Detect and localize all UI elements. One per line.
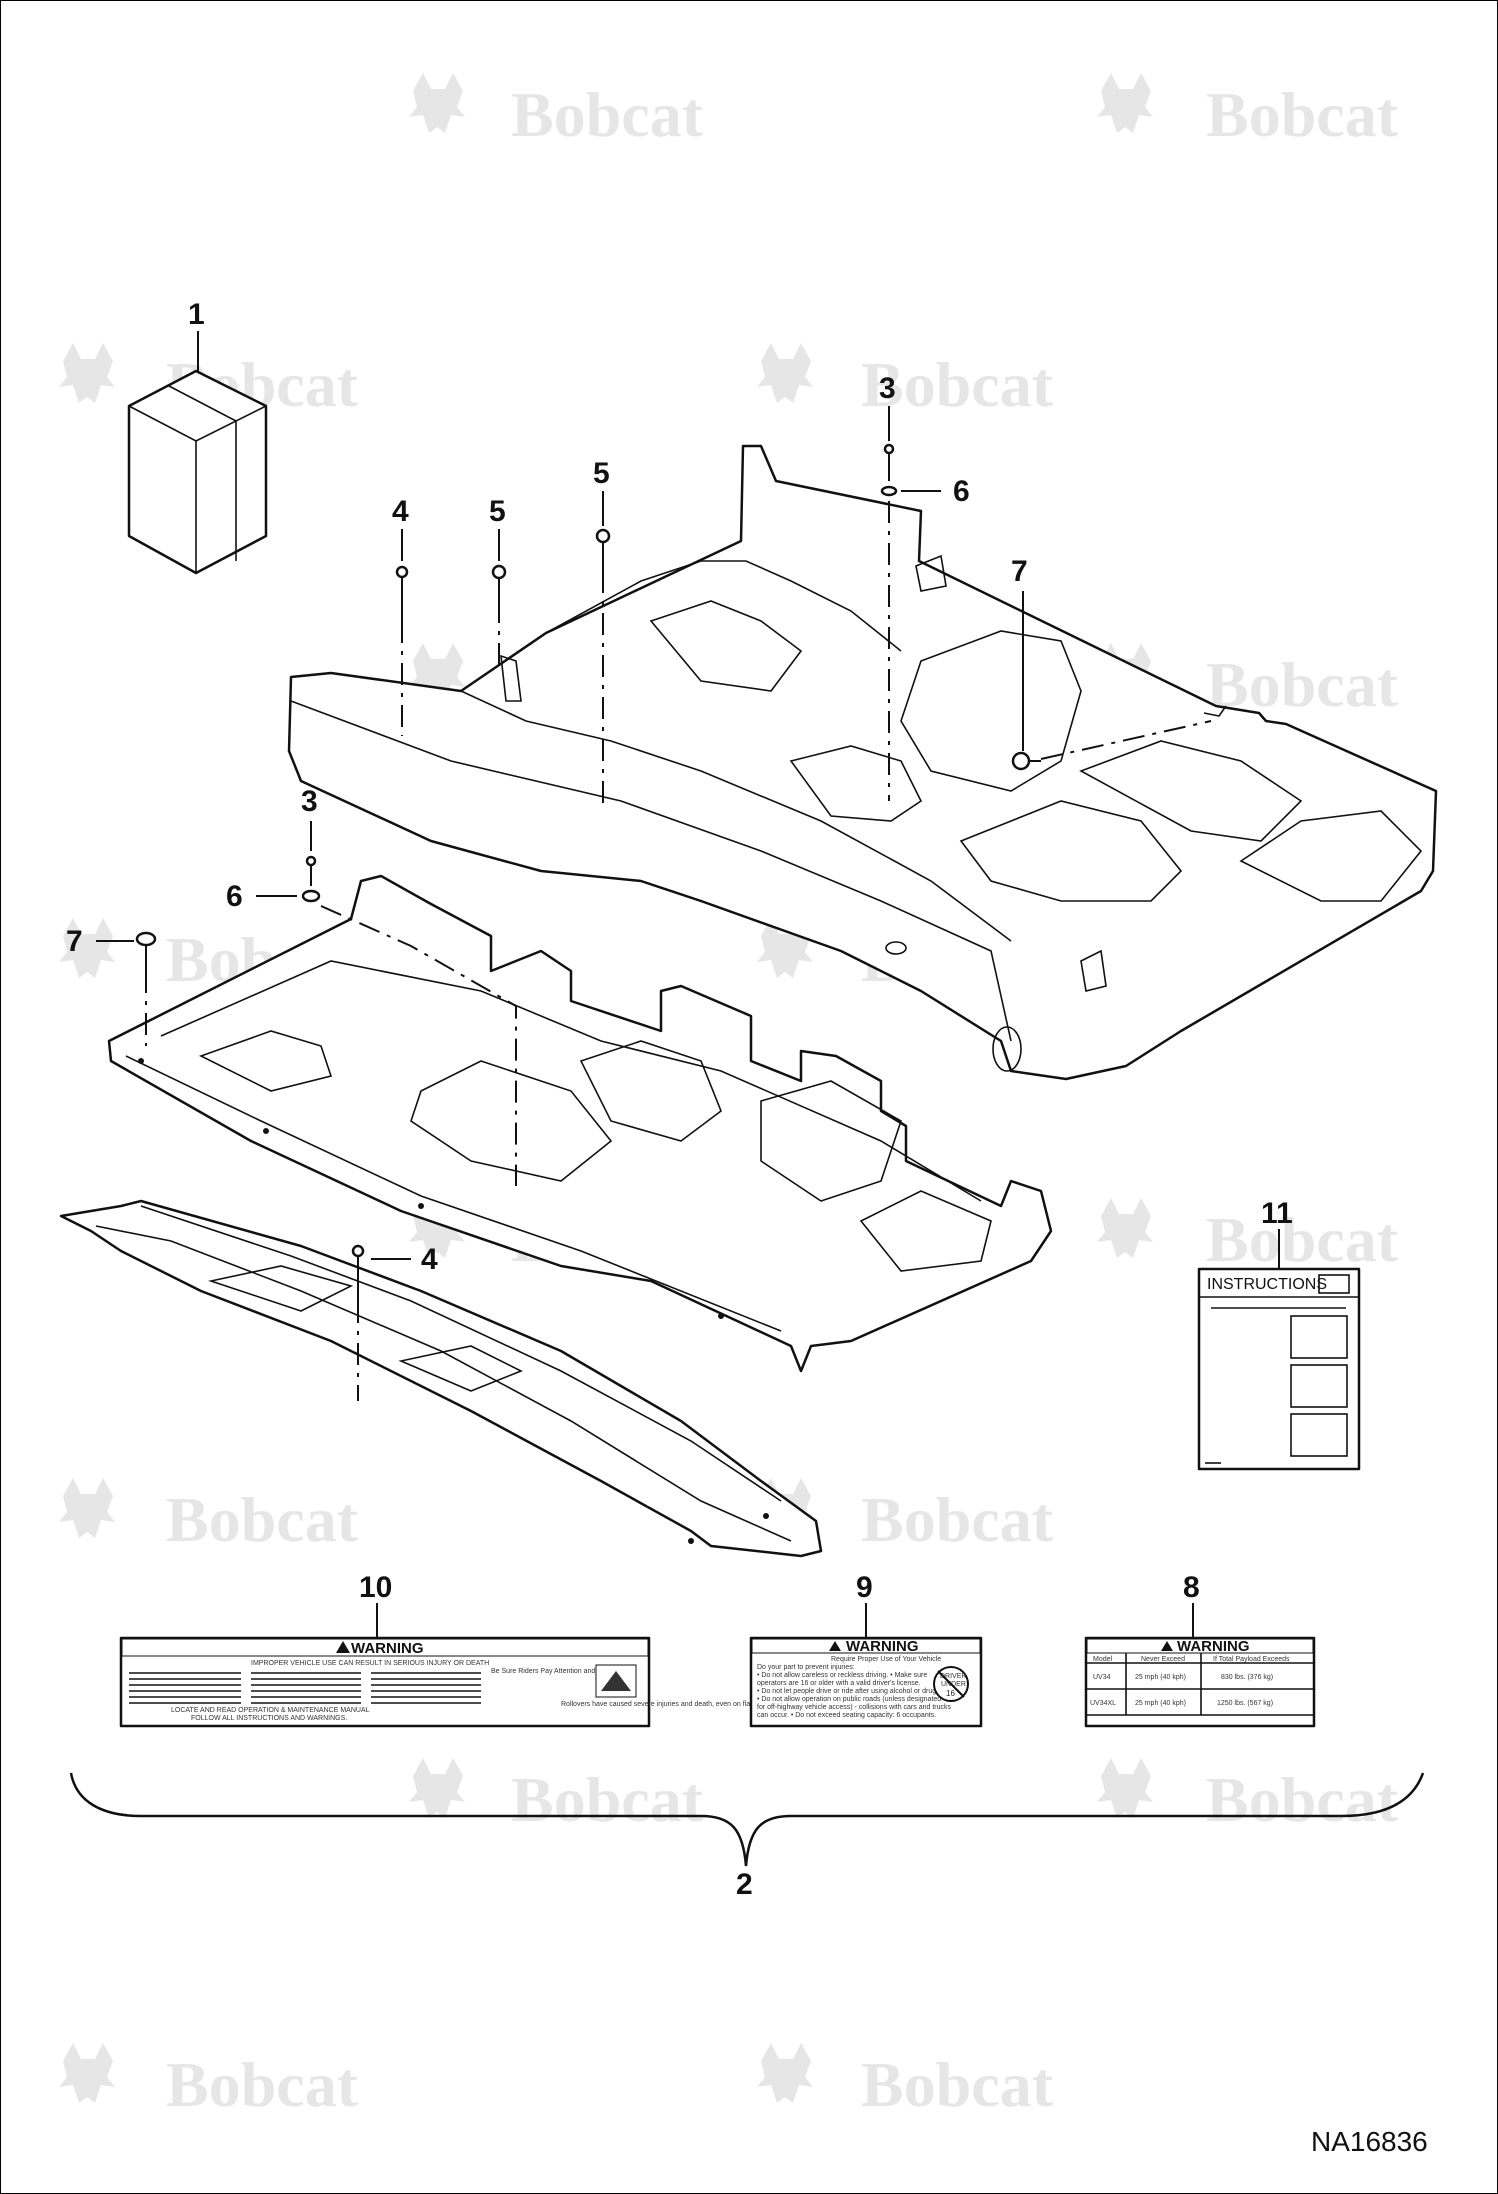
decal8-row2-payload: 1250 lbs. (567 kg) [1217, 1700, 1273, 1707]
fastener-5-right: 5 [593, 457, 611, 806]
decal8-header-speed: Never Exceed [1141, 1656, 1185, 1663]
fastener-4-upper: 4 [392, 495, 409, 736]
decal9-badge3: 16 [946, 1689, 955, 1698]
fastener-4-lower: 4 [351, 1243, 438, 1401]
decal9-line7: for off-highway vehicle access) - collis… [757, 1704, 952, 1711]
decal9-badge1: DRIVER [940, 1673, 966, 1680]
watermark-text: Bobcat [861, 349, 1054, 420]
watermark-text: Bobcat [166, 1484, 359, 1555]
watermark-text: Bobcat [861, 2049, 1054, 2120]
decal10-footer1: LOCATE AND READ OPERATION & MAINTENANCE … [171, 1707, 370, 1714]
callout-4-upper: 4 [392, 495, 409, 528]
callout-6-middle: 6 [226, 880, 243, 913]
decal9-line2: Do your part to prevent injuries: [757, 1664, 855, 1671]
callout-3-upper: 3 [879, 372, 896, 405]
decal10-footer2: FOLLOW ALL INSTRUCTIONS AND WARNINGS. [191, 1715, 347, 1722]
watermark-text: Bobcat [1206, 79, 1399, 150]
fastener-3-upper: 3 6 [879, 372, 970, 801]
decal8-header-model: Model [1093, 1656, 1113, 1663]
instructions-label: INSTRUCTIONS [1207, 1276, 1327, 1293]
front-floor-mat [59, 1199, 823, 1558]
callout-5-left: 5 [489, 495, 506, 528]
kit-brace: 2 [69, 1772, 1425, 1901]
watermark-text: Bobcat [511, 1764, 704, 1835]
watermark-text: Bobcat [511, 79, 704, 150]
callout-2: 2 [736, 1868, 753, 1901]
figure-code: NA16836 [1311, 2126, 1428, 2157]
callout-7-upper: 7 [1011, 555, 1028, 588]
decal8-title: WARNING [1177, 1638, 1250, 1655]
decal10-title: WARNING [351, 1640, 424, 1657]
callout-9: 9 [856, 1571, 873, 1604]
decal9-line4: operators are 16 or older with a valid d… [757, 1680, 921, 1687]
callout-3-middle: 3 [301, 785, 318, 818]
decal9-line3: • Do not allow careless or reckless driv… [757, 1672, 927, 1679]
plug-7-middle: 7 [66, 925, 157, 1046]
decal8-row2-model: UV34XL [1090, 1700, 1116, 1707]
fastener-5-left: 5 [489, 495, 507, 671]
decal9-line8: can occur. • Do not exceed seating capac… [757, 1712, 936, 1719]
watermark-text: Bobcat [861, 1484, 1054, 1555]
callout-10: 10 [359, 1571, 392, 1604]
decal9-badge2: UNDER [941, 1681, 966, 1688]
callout-11: 11 [1261, 1197, 1293, 1230]
decal9-line5: • Do not let people drive or ride after … [757, 1688, 942, 1695]
callout-8: 8 [1183, 1571, 1200, 1604]
decal10-subtitle: IMPROPER VEHICLE USE CAN RESULT IN SERIO… [251, 1660, 489, 1667]
callout-6-upper: 6 [953, 475, 970, 508]
plug-7-upper: 7 [1011, 555, 1212, 771]
fastener-3-middle: 3 6 [226, 785, 517, 1186]
center-floor-mat [107, 874, 1053, 1373]
watermark-text: Bobcat [1206, 1764, 1399, 1835]
decal9-line6: • Do not allow operation on public roads… [757, 1696, 941, 1703]
decal9-line1: Require Proper Use of Your Vehicle [831, 1656, 941, 1663]
callout-5-right: 5 [593, 457, 610, 490]
decal8-row2-speed: 25 mph (40 kph) [1135, 1700, 1186, 1707]
watermark-text: Bobcat [1206, 1204, 1399, 1275]
watermark-text: Bobcat [166, 2049, 359, 2120]
warning-decal-9: WARNING Require Proper Use of Your Vehic… [749, 1571, 983, 1728]
decal8-row1-speed: 25 mph (40 kph) [1135, 1674, 1186, 1681]
decal10-col3b: Rollovers have caused severe injuries an… [561, 1701, 793, 1708]
warning-decal-8: WARNING Model Never Exceed If Total Payl… [1084, 1571, 1316, 1728]
decal9-title: WARNING [846, 1638, 919, 1655]
instructions-manual: INSTRUCTIONS 11 [1197, 1197, 1361, 1471]
kit-box-part: 1 [127, 298, 268, 575]
callout-7-middle: 7 [66, 925, 83, 958]
decal8-row1-model: UV34 [1093, 1674, 1111, 1681]
rear-floor-mat [287, 444, 1438, 1081]
callout-1: 1 [188, 298, 205, 331]
decal8-row1-payload: 830 lbs. (376 kg) [1221, 1674, 1273, 1681]
callout-4-lower: 4 [421, 1243, 438, 1276]
decal10-col3a: Be Sure Riders Pay Attention and Plan Ah… [491, 1668, 633, 1675]
watermark-text: Bobcat [1206, 649, 1399, 720]
warning-decal-10: WARNING IMPROPER VEHICLE USE CAN RESULT … [119, 1571, 793, 1728]
decal8-header-payload: If Total Payload Exceeds [1213, 1656, 1290, 1663]
